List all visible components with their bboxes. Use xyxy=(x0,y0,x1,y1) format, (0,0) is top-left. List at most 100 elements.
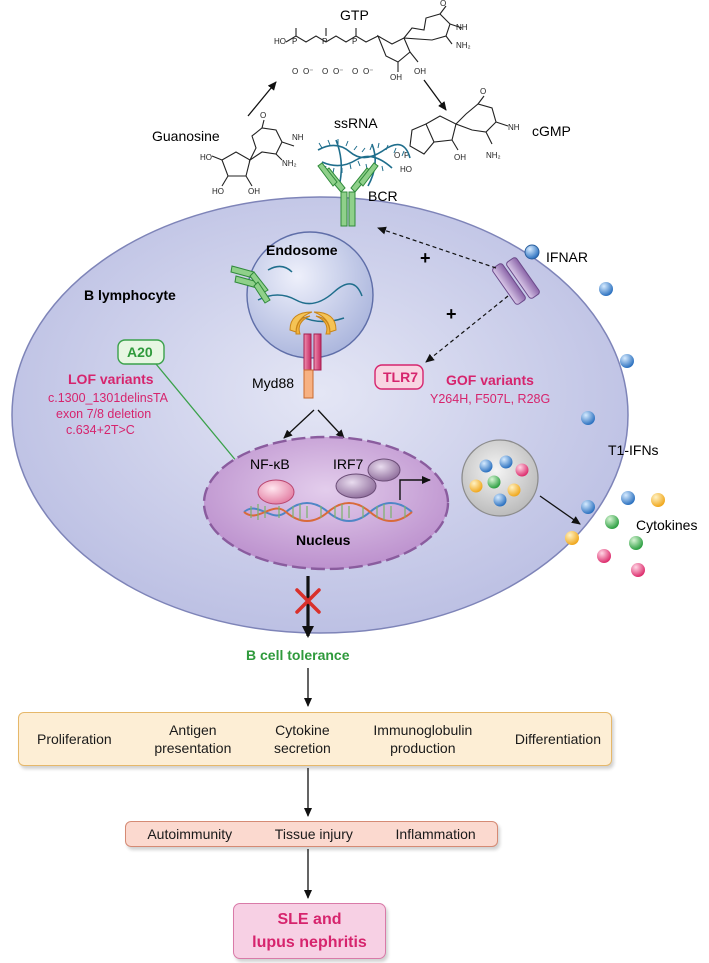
plus-sign-lower: + xyxy=(446,304,457,324)
nfkb-protein xyxy=(257,479,295,505)
cytokines-label: Cytokines xyxy=(636,517,697,533)
lof-variant-item: c.1300_1301delinsTA xyxy=(48,391,169,405)
atom-label: NH₂ xyxy=(456,41,471,50)
gtp-label: GTP xyxy=(340,7,369,23)
atom-label: O xyxy=(292,67,298,76)
sle-outcome-label: SLE and lupus nephritis xyxy=(252,911,367,951)
sle-outcome-box: SLE and lupus nephritis xyxy=(233,903,386,959)
t1-ifns-label: T1-IFNs xyxy=(608,442,659,458)
atom-label: OH xyxy=(454,153,466,162)
cytokine-particle xyxy=(597,549,611,563)
outcome-item: Autoimmunity xyxy=(147,826,233,842)
process-item: Immunoglobulin production xyxy=(373,722,473,756)
lof-variant-item: exon 7/8 deletion xyxy=(56,407,151,421)
vesicle-ifn-particle xyxy=(493,493,507,507)
vesicle-cytokine-particle xyxy=(515,463,529,477)
atom-label: NH xyxy=(508,123,520,132)
ifnar-to-tlr7-dashed-arrow xyxy=(425,295,509,363)
block-cross-icon xyxy=(295,588,321,614)
atom-label: NH₂ xyxy=(282,159,297,168)
irf7-protein xyxy=(335,473,377,499)
atom-label: O xyxy=(480,87,486,96)
t1-ifn-particle xyxy=(581,500,595,514)
b-cell-tolerance-label: B cell tolerance xyxy=(246,647,350,663)
endosome-bcr xyxy=(230,265,271,304)
t1-ifn-particle xyxy=(621,491,635,505)
atom-label: HO xyxy=(212,187,224,196)
ifnar-label: IFNAR xyxy=(546,249,588,265)
gtp-to-cgmp-arrow xyxy=(423,79,447,111)
a20-badge-label: A20 xyxy=(127,344,153,360)
lof-variant-item: c.634+2T>C xyxy=(66,423,135,437)
cell-label: B lymphocyte xyxy=(84,287,176,303)
atom-label: HO xyxy=(200,153,212,162)
atom-label: HO xyxy=(400,165,412,174)
atom-label: OH xyxy=(390,73,402,82)
dna-helix xyxy=(243,502,413,522)
t1-ifn-particle xyxy=(620,354,634,368)
transcription-arrow xyxy=(399,476,431,500)
cytokine-particle xyxy=(651,493,665,507)
nfkb-label: NF-κB xyxy=(250,456,290,472)
plus-sign-upper: + xyxy=(420,248,431,268)
cytokine-particle xyxy=(565,531,579,545)
vesicle-cytokine-particle xyxy=(487,475,501,489)
atom-label: P xyxy=(352,37,357,46)
atom-label: P xyxy=(404,151,409,160)
cgmp-atom-labels: O P HO OH O NH NH₂ xyxy=(394,87,520,174)
vesicle-ifn-particle xyxy=(479,459,493,473)
vesicle-ifn-particle xyxy=(499,455,513,469)
vesicle-cytokine-particle xyxy=(469,479,483,493)
outcomes-box: Autoimmunity Tissue injury Inflammation xyxy=(125,821,498,847)
nucleus-label: Nucleus xyxy=(296,532,351,548)
t1-ifn-particle xyxy=(581,411,595,425)
atom-label: O xyxy=(322,67,328,76)
atom-label: NH xyxy=(292,133,304,142)
bcr-label: BCR xyxy=(368,188,398,204)
tlr7-receptor xyxy=(289,311,337,371)
outcome-item: Tissue injury xyxy=(274,826,353,842)
gof-title: GOF variants xyxy=(446,372,534,388)
irf7-label: IRF7 xyxy=(333,456,364,472)
gof-variants: Y264H, F507L, R28G xyxy=(430,392,550,406)
endosome-ssrna xyxy=(257,265,363,323)
lof-title: LOF variants xyxy=(68,371,154,387)
b-cell-functions-box: Proliferation Antigen presentation Cytok… xyxy=(18,712,612,766)
atom-label: NH₂ xyxy=(486,151,501,160)
tlr7-badge-label: TLR7 xyxy=(383,369,418,385)
process-item: Antigen presentation xyxy=(154,722,232,756)
cgmp-structure xyxy=(409,95,509,155)
gtp-atom-labels: HO P P P O O⁻ O O⁻ O O⁻ OH OH O NH NH₂ xyxy=(274,0,471,82)
process-item: Differentiation xyxy=(514,731,601,747)
cytokine-particle xyxy=(605,515,619,529)
t1-ifn-particle xyxy=(599,282,613,296)
vesicle-cytokine-particle xyxy=(507,483,521,497)
bcr-receptor xyxy=(317,162,379,227)
atom-label: P xyxy=(292,37,297,46)
process-item: Proliferation xyxy=(37,731,112,747)
guanosine-structure xyxy=(211,119,295,187)
atom-label: O xyxy=(394,151,400,160)
cytokine-particle xyxy=(629,536,643,550)
a20-badge xyxy=(117,339,165,365)
b-lymphocyte-cell xyxy=(11,196,629,634)
atom-label: O xyxy=(352,67,358,76)
gtp-structure xyxy=(285,5,463,72)
myd88-to-nfkb-arrow xyxy=(283,409,315,439)
nucleus xyxy=(202,435,450,571)
cytokine-particle xyxy=(631,563,645,577)
guanosine-label: Guanosine xyxy=(152,128,220,144)
atom-label: O xyxy=(440,0,446,8)
atom-label: OH xyxy=(414,67,426,76)
ifnar-receptor xyxy=(492,244,540,305)
process-item: Cytokine secretion xyxy=(273,722,331,756)
atom-label: O⁻ xyxy=(333,67,343,76)
atom-label: O⁻ xyxy=(363,67,373,76)
irf7-protein xyxy=(367,458,401,482)
myd88-label: Myd88 xyxy=(252,375,294,391)
atom-label: NH xyxy=(456,23,468,32)
guanosine-to-gtp-arrow xyxy=(247,81,277,117)
ssrna-label: ssRNA xyxy=(334,115,378,131)
outcome-item: Inflammation xyxy=(395,826,476,842)
